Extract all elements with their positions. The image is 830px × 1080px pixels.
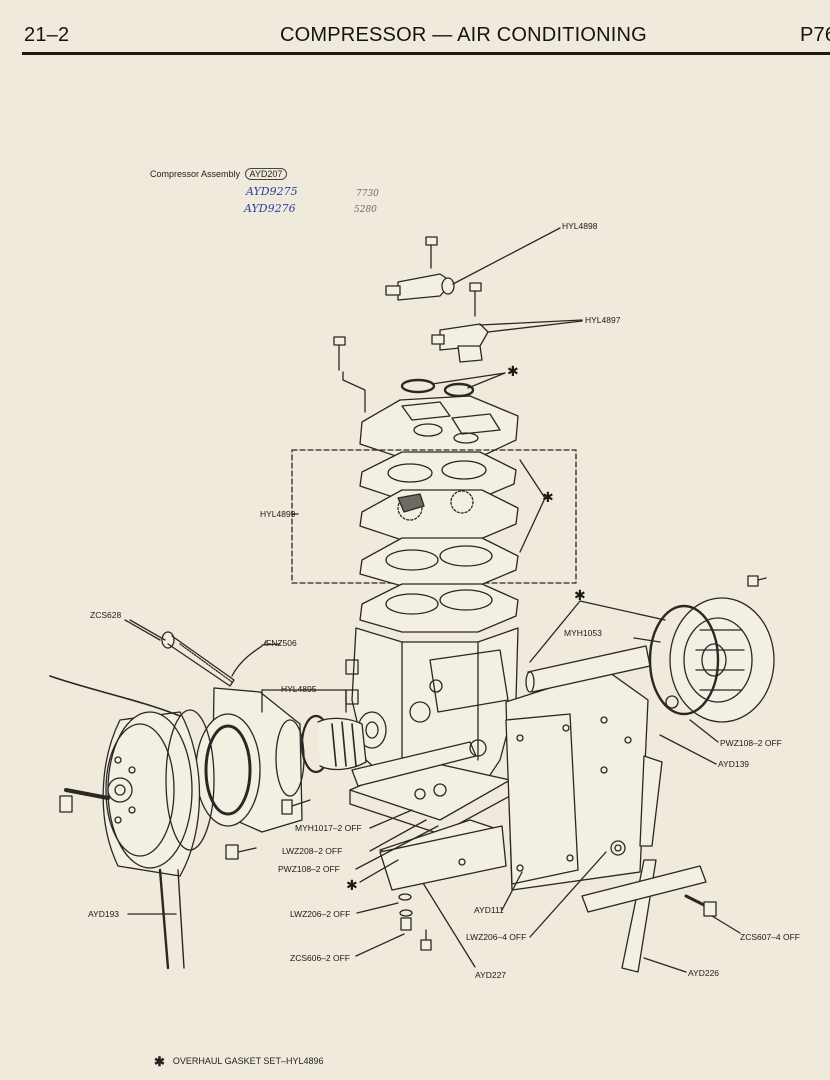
gasket-star-2: ✱	[542, 490, 554, 506]
valve-gasket-lower	[359, 537, 519, 587]
label-hyl4898: HYL4898	[562, 221, 598, 231]
label-lwz206-2: LWZ206–2 OFF	[290, 909, 350, 919]
shaft-seal	[261, 689, 367, 774]
cylinder-head	[359, 395, 519, 459]
label-ayd227: AYD227	[475, 970, 506, 980]
shaft-assembly	[351, 739, 487, 800]
page-title: COMPRESSOR — AIR CONDITIONING	[280, 24, 647, 46]
fitting-hyl4898	[385, 227, 561, 301]
block-gasket	[359, 583, 519, 633]
gasket-star-4: ✱	[346, 878, 358, 894]
bolt-myh1017	[281, 799, 311, 815]
label-myh1053: MYH1053	[564, 628, 602, 638]
assembly-label: Compressor Assembly	[150, 169, 241, 179]
label-hyl4895: HYL4895	[281, 684, 317, 694]
label-ayd111: AYD111	[474, 905, 504, 915]
pencil-note-1: 7730	[356, 189, 379, 199]
bolt-top-right-small	[747, 575, 767, 587]
label-ayd193: AYD193	[88, 909, 119, 919]
pencil-note-2: 5280	[354, 205, 377, 215]
footer-star: ✱	[154, 1054, 165, 1069]
label-pwz108-right: PWZ108–2 OFF	[720, 738, 782, 748]
label-pwz108-left: PWZ108–2 OFF	[278, 864, 340, 874]
label-myh1017: MYH1017–2 OFF	[295, 823, 362, 833]
page-number: 21–2	[24, 24, 70, 46]
fan-housing	[648, 597, 775, 723]
label-ayd226: AYD226	[688, 968, 719, 978]
pulley	[59, 709, 215, 877]
valve-plate	[359, 489, 519, 541]
bolt-top-right	[469, 282, 482, 317]
label-ayd139: AYD139	[718, 759, 749, 769]
label-fnz506: FNZ506	[266, 638, 297, 648]
handwritten-note-1: AYD9275	[246, 185, 298, 198]
label-hyl4899: HYL4899	[260, 509, 296, 519]
valve-gasket-upper	[359, 451, 517, 501]
label-zcs606: ZCS606–2 OFF	[290, 953, 350, 963]
clutch-coil	[195, 687, 305, 833]
footer-text: OVERHAUL GASKET SET–HYL4896	[172, 1056, 324, 1066]
fan-blade	[581, 755, 707, 973]
label-lwz208: LWZ208–2 OFF	[282, 846, 342, 856]
footer-note: ✱ OVERHAUL GASKET SET–HYL4896	[154, 1054, 323, 1070]
lower-bracket	[379, 825, 507, 891]
label-zcs628: ZCS628	[90, 610, 121, 620]
label-hyl4897: HYL4897	[585, 315, 621, 325]
gasket-star-3: ✱	[574, 588, 586, 604]
fitting-hyl4897	[431, 320, 583, 363]
bolt-pwz108-left	[225, 844, 257, 860]
assembly-part-number: AYD207	[244, 168, 288, 180]
gasket-star-1: ✱	[507, 364, 519, 380]
condenser-bracket	[505, 669, 649, 891]
header-rule	[22, 52, 830, 55]
assembly-caption: Compressor Assembly AYD207	[150, 168, 288, 180]
bolt-zcs607	[684, 894, 717, 917]
label-zcs607: ZCS607–4 OFF	[740, 932, 800, 942]
bolt-zcs606	[398, 893, 432, 951]
label-lwz206-4: LWZ206–4 OFF	[466, 932, 526, 942]
section-code: P76	[800, 24, 830, 46]
handwritten-note-2: AYD9276	[244, 202, 296, 215]
bolt-left	[333, 336, 366, 413]
